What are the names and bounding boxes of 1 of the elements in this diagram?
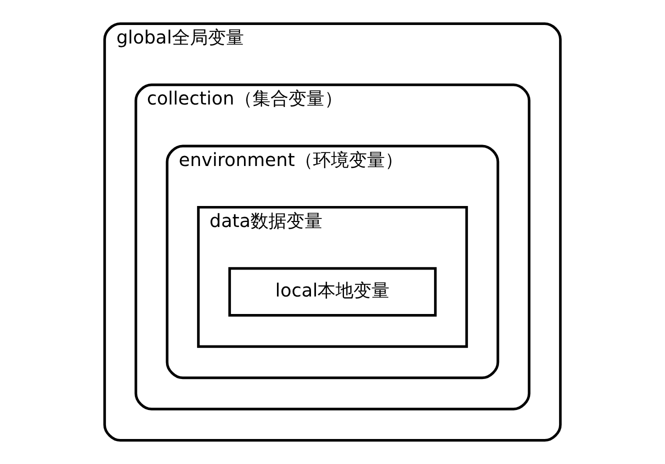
node-box: local本地变量 — [228, 267, 437, 317]
